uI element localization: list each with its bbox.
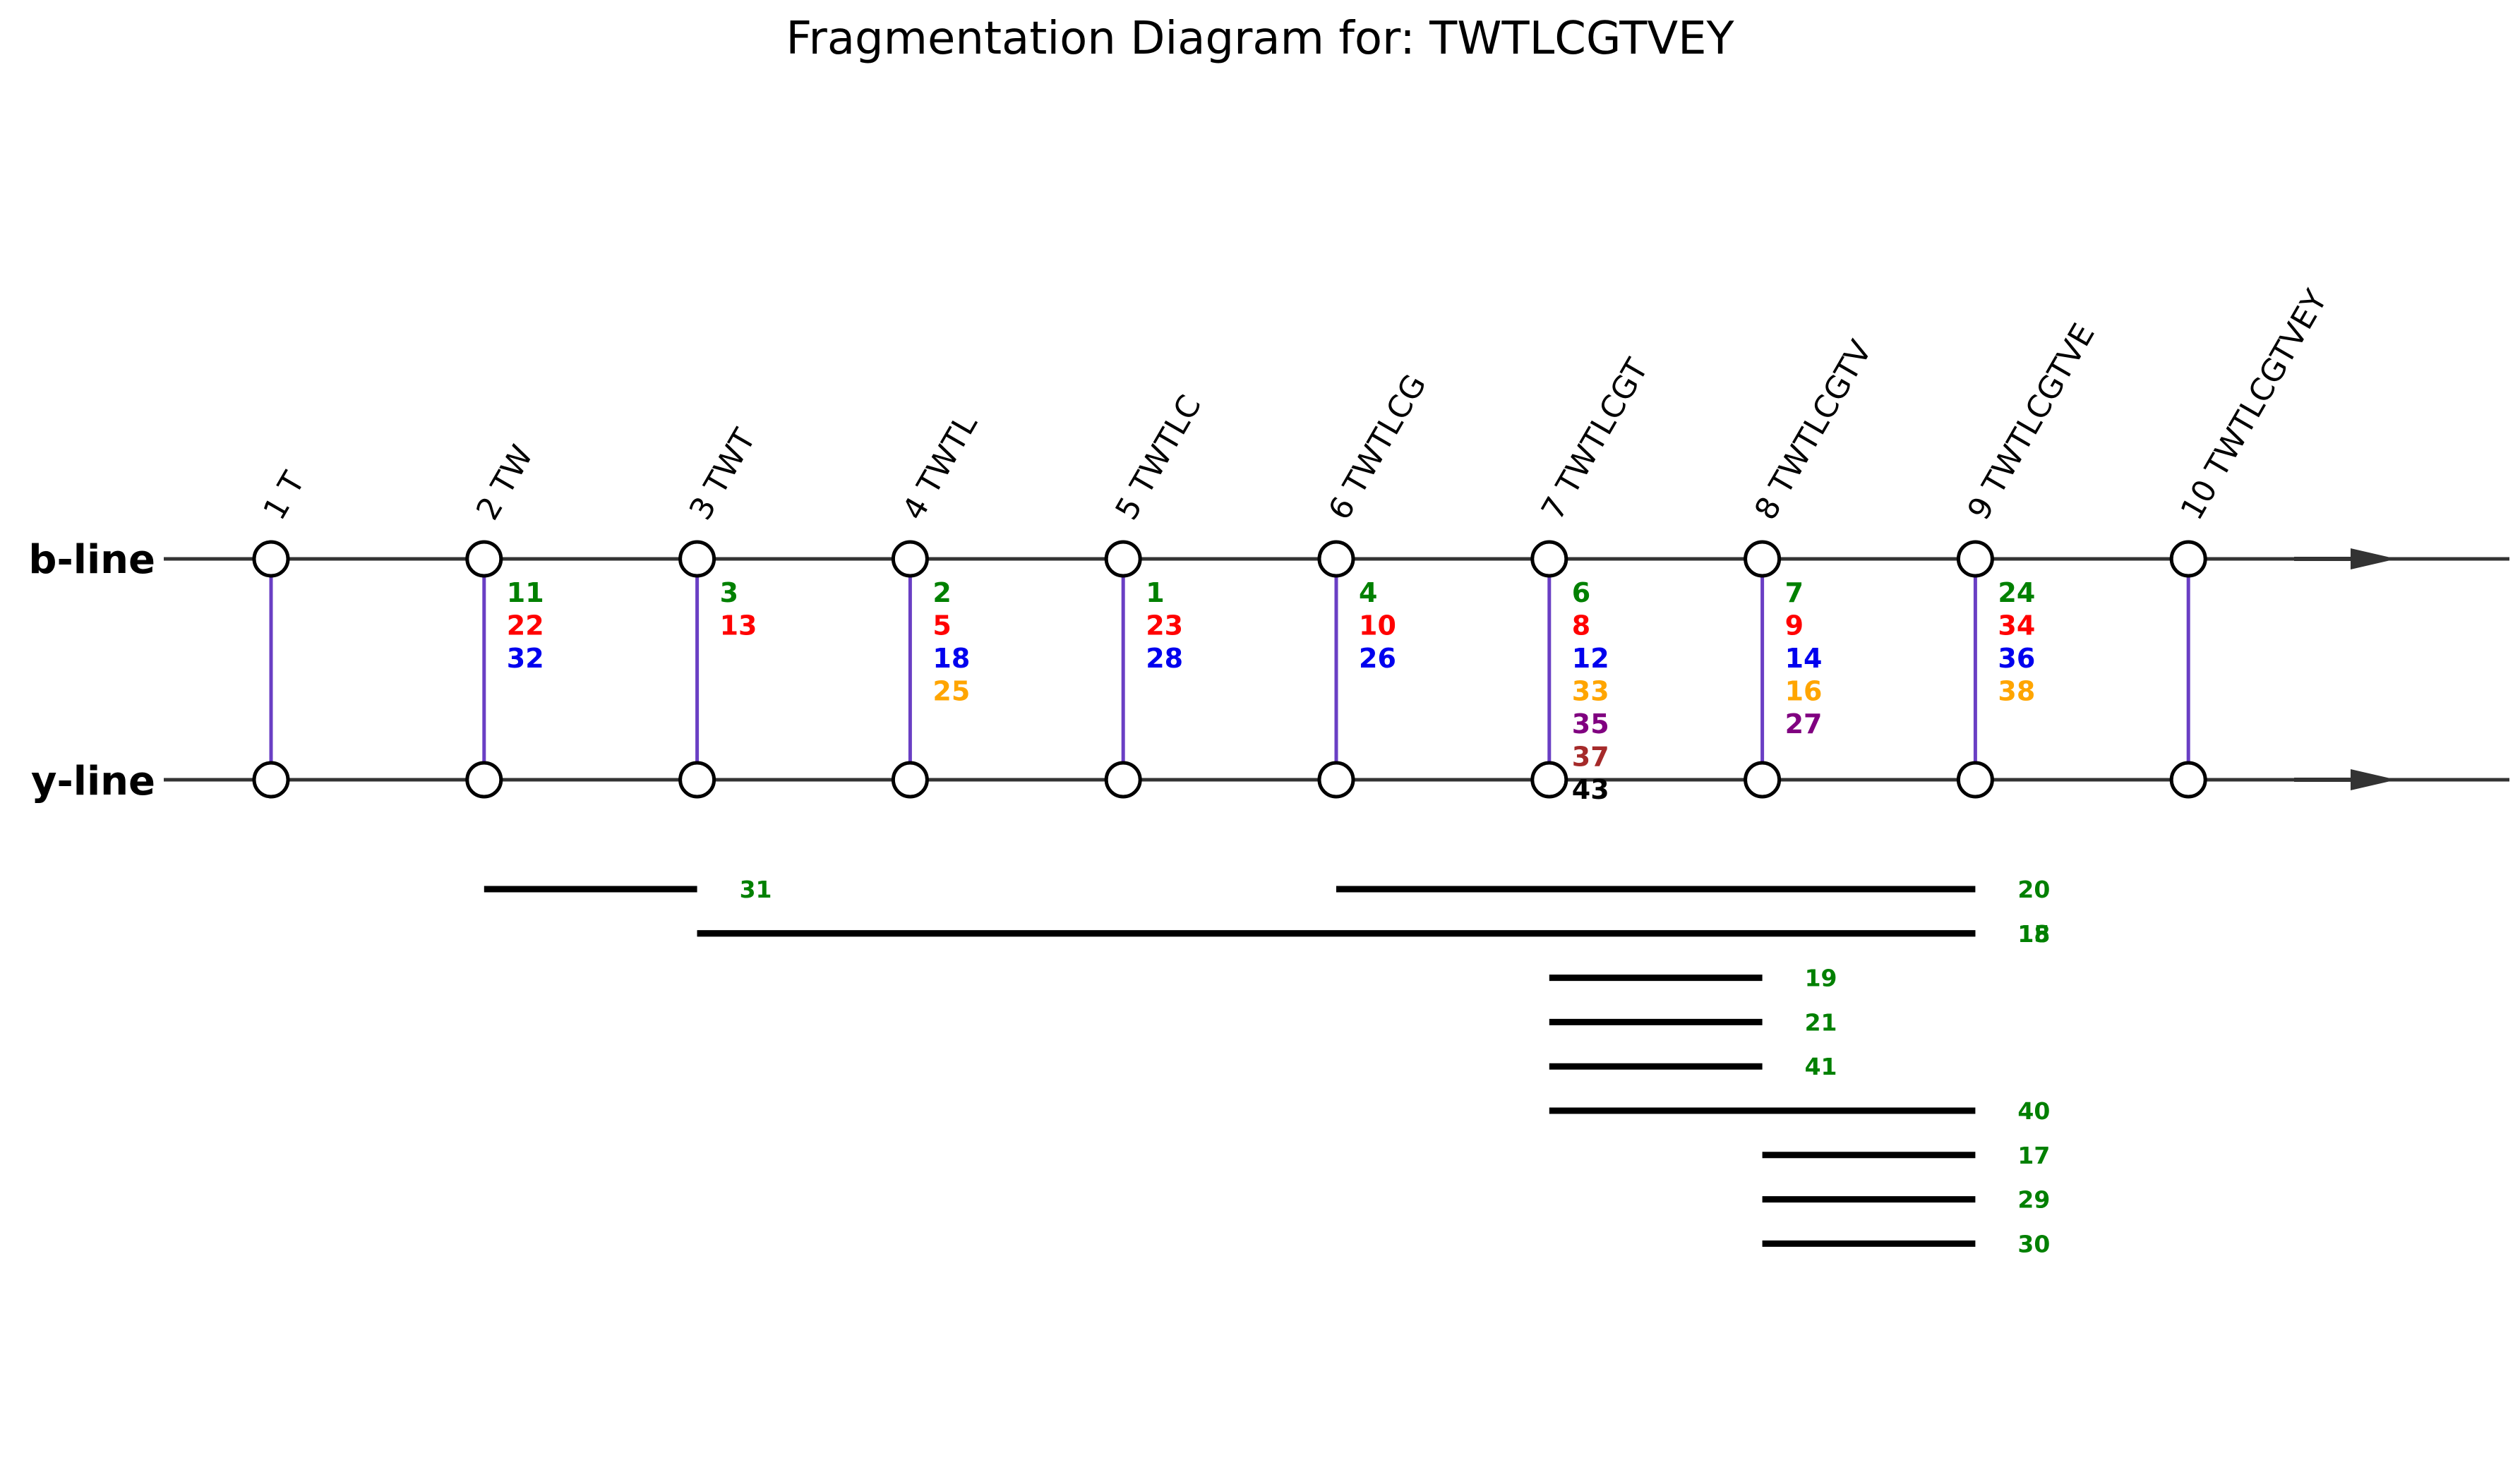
fragment-number: 10 xyxy=(1359,610,1396,641)
b-node-9 xyxy=(1956,540,1994,578)
y-node-7 xyxy=(1530,761,1568,799)
b-node-5 xyxy=(1104,540,1142,578)
b-node-1 xyxy=(252,540,290,578)
segment-label-29: 29 xyxy=(2017,1186,2050,1214)
residue-label-6: 6 TWTLCG xyxy=(1321,368,1433,526)
fragment-number: 43 xyxy=(1572,774,1609,805)
y-line-label: y-line xyxy=(31,759,155,804)
segment-label-20: 20 xyxy=(2017,876,2050,903)
fragment-numbers-layer: 1122323132518251232841026681233353743791… xyxy=(507,577,2035,805)
fragment-number: 22 xyxy=(507,610,544,641)
segment-label-21: 21 xyxy=(1805,1008,1837,1036)
y-node-2 xyxy=(465,761,503,799)
diagram-title: Fragmentation Diagram for: TWTLCGTVEY xyxy=(786,13,1734,65)
residue-label-10: 10 TWTLCGTVEY xyxy=(2174,284,2335,526)
residue-label-3: 3 TWT xyxy=(683,423,763,526)
fragment-number: 26 xyxy=(1359,643,1396,674)
fragment-number: 3 xyxy=(720,577,738,608)
b-node-10 xyxy=(2169,540,2207,578)
b-node-8 xyxy=(1744,540,1782,578)
y-node-9 xyxy=(1956,761,1994,799)
fragment-number: 16 xyxy=(1785,676,1823,707)
fragment-number: 25 xyxy=(932,676,970,707)
fragment-number: 32 xyxy=(507,643,544,674)
b-node-6 xyxy=(1317,540,1355,578)
segment-label-41: 41 xyxy=(1805,1053,1837,1080)
segment-label-40: 40 xyxy=(2017,1097,2050,1125)
y-node-5 xyxy=(1104,761,1142,799)
fragment-number: 7 xyxy=(1785,577,1804,608)
segment-label-18: 18 xyxy=(2017,920,2050,948)
fragment-number: 6 xyxy=(1572,577,1590,608)
fragment-number: 1 xyxy=(1146,577,1164,608)
fragment-number: 36 xyxy=(1998,643,2035,674)
fragment-number: 8 xyxy=(1572,610,1590,641)
y-node-3 xyxy=(678,761,716,799)
b-node-7 xyxy=(1530,540,1568,578)
segment-label-30: 30 xyxy=(2017,1230,2050,1257)
b-line-arrow-head xyxy=(2351,548,2396,569)
y-node-1 xyxy=(252,761,290,799)
y-node-4 xyxy=(891,761,929,799)
segment-label-31: 31 xyxy=(740,876,772,903)
b-line-label: b-line xyxy=(28,537,155,583)
y-node-6 xyxy=(1317,761,1355,799)
fragment-number: 37 xyxy=(1572,742,1609,773)
fragment-number: 5 xyxy=(932,610,951,641)
y-node-10 xyxy=(2169,761,2207,799)
fragment-number: 35 xyxy=(1572,708,1609,740)
fragment-number: 34 xyxy=(1998,610,2035,641)
fragment-number: 33 xyxy=(1572,676,1609,707)
residue-label-8: 8 TWTLCGTV xyxy=(1748,334,1879,526)
fragment-number: 24 xyxy=(1998,577,2035,608)
residue-label-7: 7 TWTLCGT xyxy=(1535,353,1655,526)
nodes-layer xyxy=(252,540,2207,799)
residue-label-1: 1 T xyxy=(256,466,312,526)
b-node-3 xyxy=(678,540,716,578)
fragment-number: 4 xyxy=(1359,577,1377,608)
y-node-8 xyxy=(1744,761,1782,799)
residue-label-4: 4 TWTL xyxy=(896,408,985,526)
fragment-number: 12 xyxy=(1572,643,1609,674)
fragment-number: 38 xyxy=(1998,676,2035,707)
residue-label-9: 9 TWTLCGTVE xyxy=(1961,318,2102,526)
residue-labels-layer: 1 T 2 TW 3 TWT 4 TWTL 5 TWTLC 6 TWTLCG 7 TWTLC… xyxy=(256,284,2334,526)
fragment-number: 28 xyxy=(1146,643,1183,674)
b-node-4 xyxy=(891,540,929,578)
fragment-number: 13 xyxy=(720,610,757,641)
y-line-arrow-head xyxy=(2351,769,2396,790)
fragment-number: 18 xyxy=(932,643,970,674)
fragment-number: 2 xyxy=(932,577,951,608)
fragment-number: 27 xyxy=(1785,708,1823,740)
fragment-number: 11 xyxy=(507,577,544,608)
segment-label-19: 19 xyxy=(1805,965,1837,992)
b-node-2 xyxy=(465,540,503,578)
fragment-number: 23 xyxy=(1146,610,1183,641)
segment-label-15: 15 xyxy=(2017,920,2050,948)
residue-label-2: 2 TW xyxy=(469,440,540,526)
residue-label-5: 5 TWTLC xyxy=(1109,390,1208,526)
segment-label-17: 17 xyxy=(2017,1142,2050,1169)
connectors-layer xyxy=(269,559,2190,780)
fragment-number: 14 xyxy=(1785,643,1823,674)
fragment-number: 9 xyxy=(1785,610,1804,641)
